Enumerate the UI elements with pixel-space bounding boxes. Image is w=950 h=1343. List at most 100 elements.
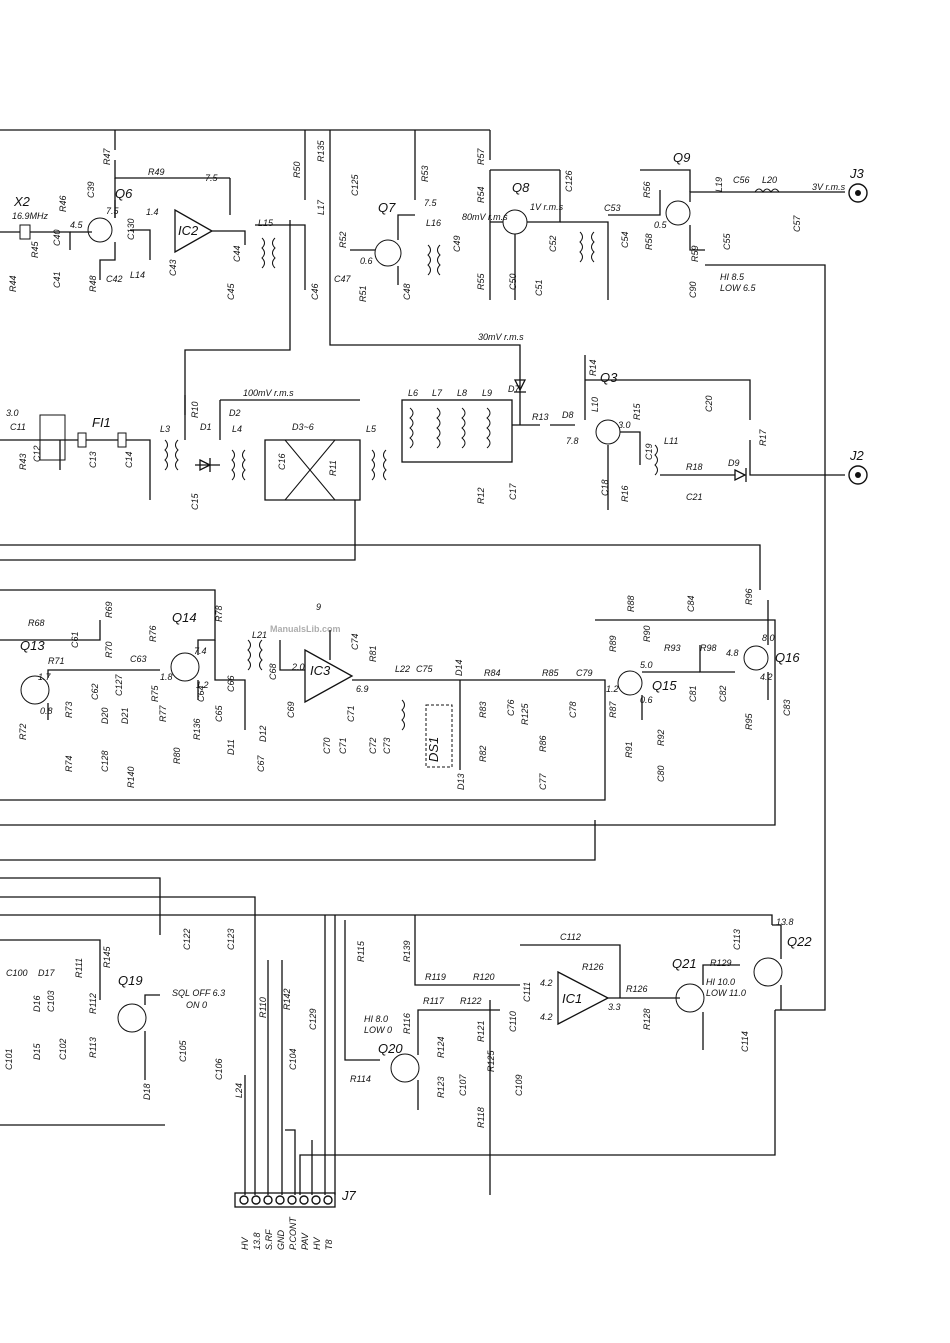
voltage-9: 9 [316, 602, 321, 612]
label-c103: C103 [46, 990, 56, 1012]
label-c17: C17 [508, 482, 518, 500]
label-r117: R117 [423, 996, 445, 1006]
label-q3: Q3 [600, 370, 618, 385]
voltage-0-8: 0.8 [40, 706, 53, 716]
label-r80: R80 [172, 747, 182, 764]
label-r13: R13 [532, 412, 549, 422]
label-r78: R78 [214, 605, 224, 622]
label-r114: R114 [350, 1074, 371, 1084]
label-c77: C77 [538, 772, 548, 790]
level-sql-off: SQL OFF 6.3 [172, 988, 225, 998]
label-r145: R145 [102, 945, 112, 968]
label-r56: R56 [642, 181, 652, 198]
voltage-8-0: 8.0 [762, 633, 775, 643]
label-c109: C109 [514, 1074, 524, 1096]
voltage-13-8: 13.8 [776, 917, 794, 927]
label-l24: L24 [234, 1083, 244, 1098]
level-sql-on: ON 0 [186, 1000, 207, 1010]
label-d11: D11 [226, 739, 236, 755]
label-l8: L8 [457, 388, 467, 398]
label-ic2: IC2 [178, 223, 199, 238]
label-r76: R76 [148, 625, 158, 642]
level-1v: 1V r.m.s [530, 202, 564, 212]
label-r10: R10 [190, 401, 200, 418]
label-c53: C53 [604, 203, 621, 213]
label-l22: L22 [395, 664, 410, 674]
label-r110: R110 [258, 997, 268, 1018]
label-c19: C19 [644, 443, 654, 460]
label-l17: L17 [316, 199, 326, 215]
label-c107: C107 [458, 1073, 468, 1096]
label-fi1: FI1 [92, 415, 111, 430]
label-c21: C21 [686, 492, 703, 502]
label-l7: L7 [432, 388, 443, 398]
label-c125: C125 [350, 173, 360, 196]
label-q7: Q7 [378, 200, 396, 215]
label-c56: C56 [733, 175, 750, 185]
label-c122: C122 [182, 928, 192, 950]
voltage-0-6: 0.6 [360, 256, 373, 266]
label-l5: L5 [366, 424, 377, 434]
label-r69: R69 [104, 601, 114, 618]
label-q6: Q6 [115, 186, 133, 201]
label-c76: C76 [506, 699, 516, 716]
label-c18: C18 [600, 479, 610, 496]
label-q16: Q16 [775, 650, 800, 665]
label-r119: R119 [425, 972, 446, 982]
label-c66: C66 [226, 675, 236, 692]
label-c49: C49 [452, 235, 462, 252]
label-c111: C111 [522, 982, 532, 1002]
label-r74: R74 [64, 755, 74, 772]
label-c65: C65 [214, 704, 224, 722]
label-c64: C64 [196, 685, 206, 702]
voltage-0-6-b: 0.6 [640, 695, 653, 705]
j7-pin-6: PAV [300, 1232, 310, 1250]
label-r86: R86 [538, 735, 548, 752]
label-r54: R54 [476, 186, 486, 203]
label-q21: Q21 [672, 956, 697, 971]
label-c69: C69 [286, 701, 296, 718]
label-d13: D13 [456, 773, 466, 790]
label-j7: J7 [341, 1188, 357, 1203]
voltage-4-2-b: 4.2 [540, 978, 553, 988]
label-r18: R18 [686, 462, 703, 472]
label-r50: R50 [292, 161, 302, 178]
label-c102: C102 [58, 1038, 68, 1060]
label-c128: C128 [100, 750, 110, 772]
label-l9: L9 [482, 388, 492, 398]
label-c75: C75 [416, 664, 434, 674]
label-c104: C104 [288, 1048, 298, 1070]
label-c71: C71 [338, 737, 348, 754]
label-c101: C101 [4, 1048, 14, 1070]
label-r68: R68 [28, 618, 45, 628]
label-r124: R124 [436, 1036, 446, 1058]
label-r96: R96 [744, 588, 754, 605]
label-l3: L3 [160, 424, 170, 434]
section-control-chain [0, 820, 783, 1195]
label-l19: L19 [714, 177, 724, 192]
level-30mv: 30mV r.m.s [478, 332, 524, 342]
label-d2: D2 [229, 408, 241, 418]
label-r139: R139 [402, 940, 412, 962]
level-80mv: 80mV r.m.s [462, 212, 508, 222]
label-r123: R123 [436, 1076, 446, 1098]
label-c73: C73 [382, 737, 392, 754]
label-x2: X2 [13, 194, 31, 209]
label-c105: C105 [178, 1039, 188, 1062]
level-low-q21: LOW 11.0 [706, 988, 746, 998]
voltage-6-9: 6.9 [356, 684, 369, 694]
label-c44: C44 [232, 245, 242, 262]
voltage-7-5-c: 7.5 [424, 198, 438, 208]
voltage-1-7: 1.7 [38, 672, 52, 682]
label-c67: C67 [256, 754, 266, 772]
level-100mv: 100mV r.m.s [243, 388, 294, 398]
label-c72: C72 [368, 737, 378, 754]
label-j3: J3 [849, 166, 865, 181]
label-d18: D18 [142, 1083, 152, 1100]
label-c16: C16 [277, 453, 287, 470]
label-d16: D16 [32, 995, 42, 1012]
voltage-7-4: 7.4 [194, 646, 207, 656]
label-d21: D21 [120, 707, 130, 724]
label-q8: Q8 [512, 180, 530, 195]
